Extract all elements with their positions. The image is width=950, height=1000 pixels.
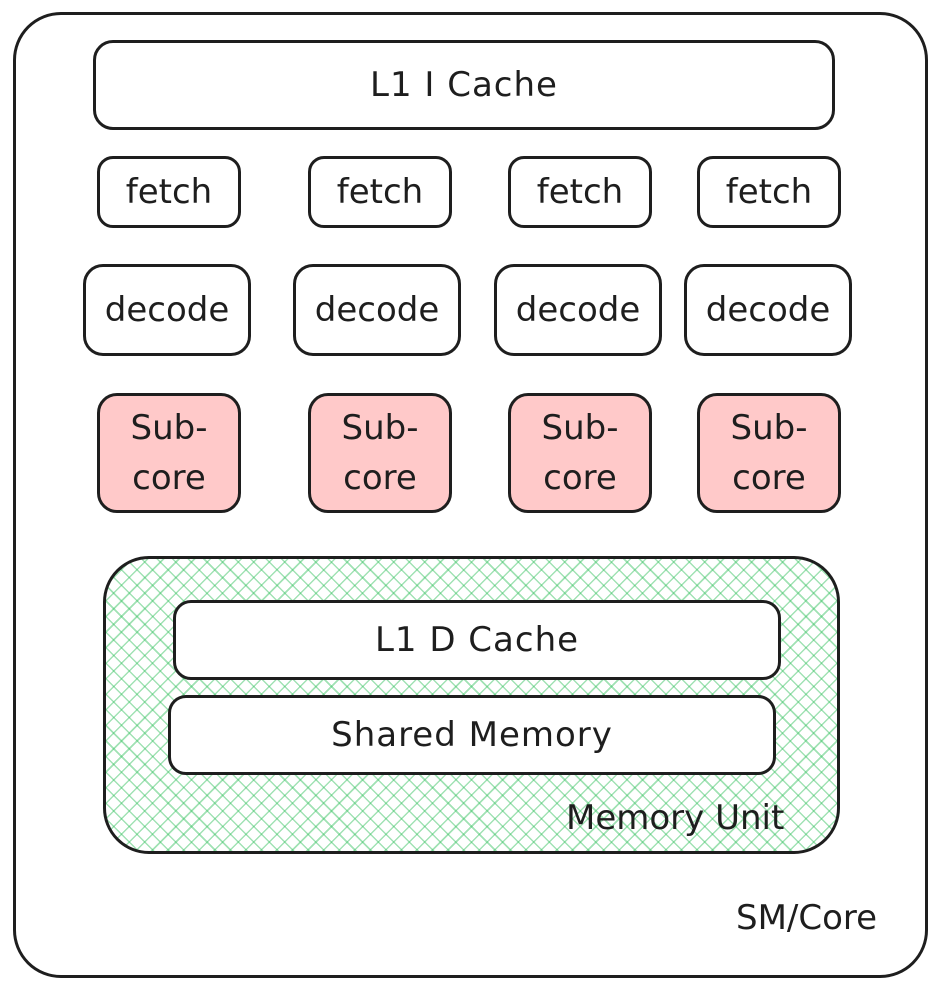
l1-dcache-box: L1 D Cache xyxy=(173,600,781,680)
subcore-label-line1: Sub- xyxy=(341,408,419,448)
decode-box-1: decode xyxy=(83,264,251,356)
subcore-label-line2: core xyxy=(543,458,617,498)
l1-icache-label: L1 I Cache xyxy=(370,65,558,105)
l1-dcache-label: L1 D Cache xyxy=(374,620,580,660)
fetch-label: fetch xyxy=(536,172,624,212)
subcore-label-line2: core xyxy=(343,458,417,498)
decode-label: decode xyxy=(705,290,831,330)
subcore-box-3: Sub- core xyxy=(508,393,652,513)
subcore-box-2: Sub- core xyxy=(308,393,452,513)
shared-memory-box: Shared Memory xyxy=(168,695,776,775)
subcore-label-line1: Sub- xyxy=(541,408,619,448)
decode-label: decode xyxy=(515,290,641,330)
memory-unit-label: Memory Unit xyxy=(566,798,785,838)
sm-core-label: SM/Core xyxy=(736,898,878,938)
decode-box-4: decode xyxy=(684,264,852,356)
decode-label: decode xyxy=(104,290,230,330)
decode-box-2: decode xyxy=(293,264,461,356)
subcore-label-line2: core xyxy=(732,458,806,498)
decode-box-3: decode xyxy=(494,264,662,356)
subcore-box-1: Sub- core xyxy=(97,393,241,513)
fetch-label: fetch xyxy=(336,172,424,212)
subcore-box-4: Sub- core xyxy=(697,393,841,513)
shared-memory-label: Shared Memory xyxy=(331,715,613,755)
fetch-box-1: fetch xyxy=(97,156,241,228)
subcore-label-line2: core xyxy=(132,458,206,498)
l1-icache-box: L1 I Cache xyxy=(93,40,835,130)
fetch-box-4: fetch xyxy=(697,156,841,228)
fetch-label: fetch xyxy=(725,172,813,212)
subcore-label-line1: Sub- xyxy=(130,408,208,448)
fetch-label: fetch xyxy=(125,172,213,212)
fetch-box-3: fetch xyxy=(508,156,652,228)
subcore-label-line1: Sub- xyxy=(730,408,808,448)
decode-label: decode xyxy=(314,290,440,330)
fetch-box-2: fetch xyxy=(308,156,452,228)
